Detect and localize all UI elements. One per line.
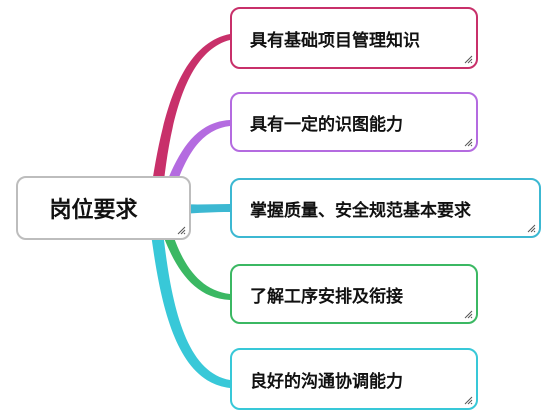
branch-node-label: 了解工序安排及衔接 [250,286,403,307]
branch-node-3[interactable]: 掌握质量、安全规范基本要求 [230,178,541,238]
resize-handle-icon[interactable] [176,225,186,235]
branch-node-2[interactable]: 具有一定的识图能力 [230,92,478,152]
resize-handle-icon[interactable] [463,54,473,64]
resize-handle-icon[interactable] [463,137,473,147]
branch-node-5[interactable]: 良好的沟通协调能力 [230,348,478,410]
resize-handle-icon[interactable] [463,309,473,319]
resize-handle-icon[interactable] [526,223,536,233]
resize-handle-icon[interactable] [463,395,473,405]
branch-node-label: 具有基础项目管理知识 [250,30,420,51]
branch-node-4[interactable]: 了解工序安排及衔接 [230,264,478,324]
branch-node-1[interactable]: 具有基础项目管理知识 [230,7,478,69]
connector-branch-3 [180,204,230,214]
root-node[interactable]: 岗位要求 [16,176,191,240]
branch-node-label: 良好的沟通协调能力 [250,371,403,392]
branch-node-label: 掌握质量、安全规范基本要求 [250,200,471,221]
root-node-label: 岗位要求 [49,198,138,223]
branch-node-label: 具有一定的识图能力 [250,114,403,135]
connector-branch-5 [150,222,230,388]
